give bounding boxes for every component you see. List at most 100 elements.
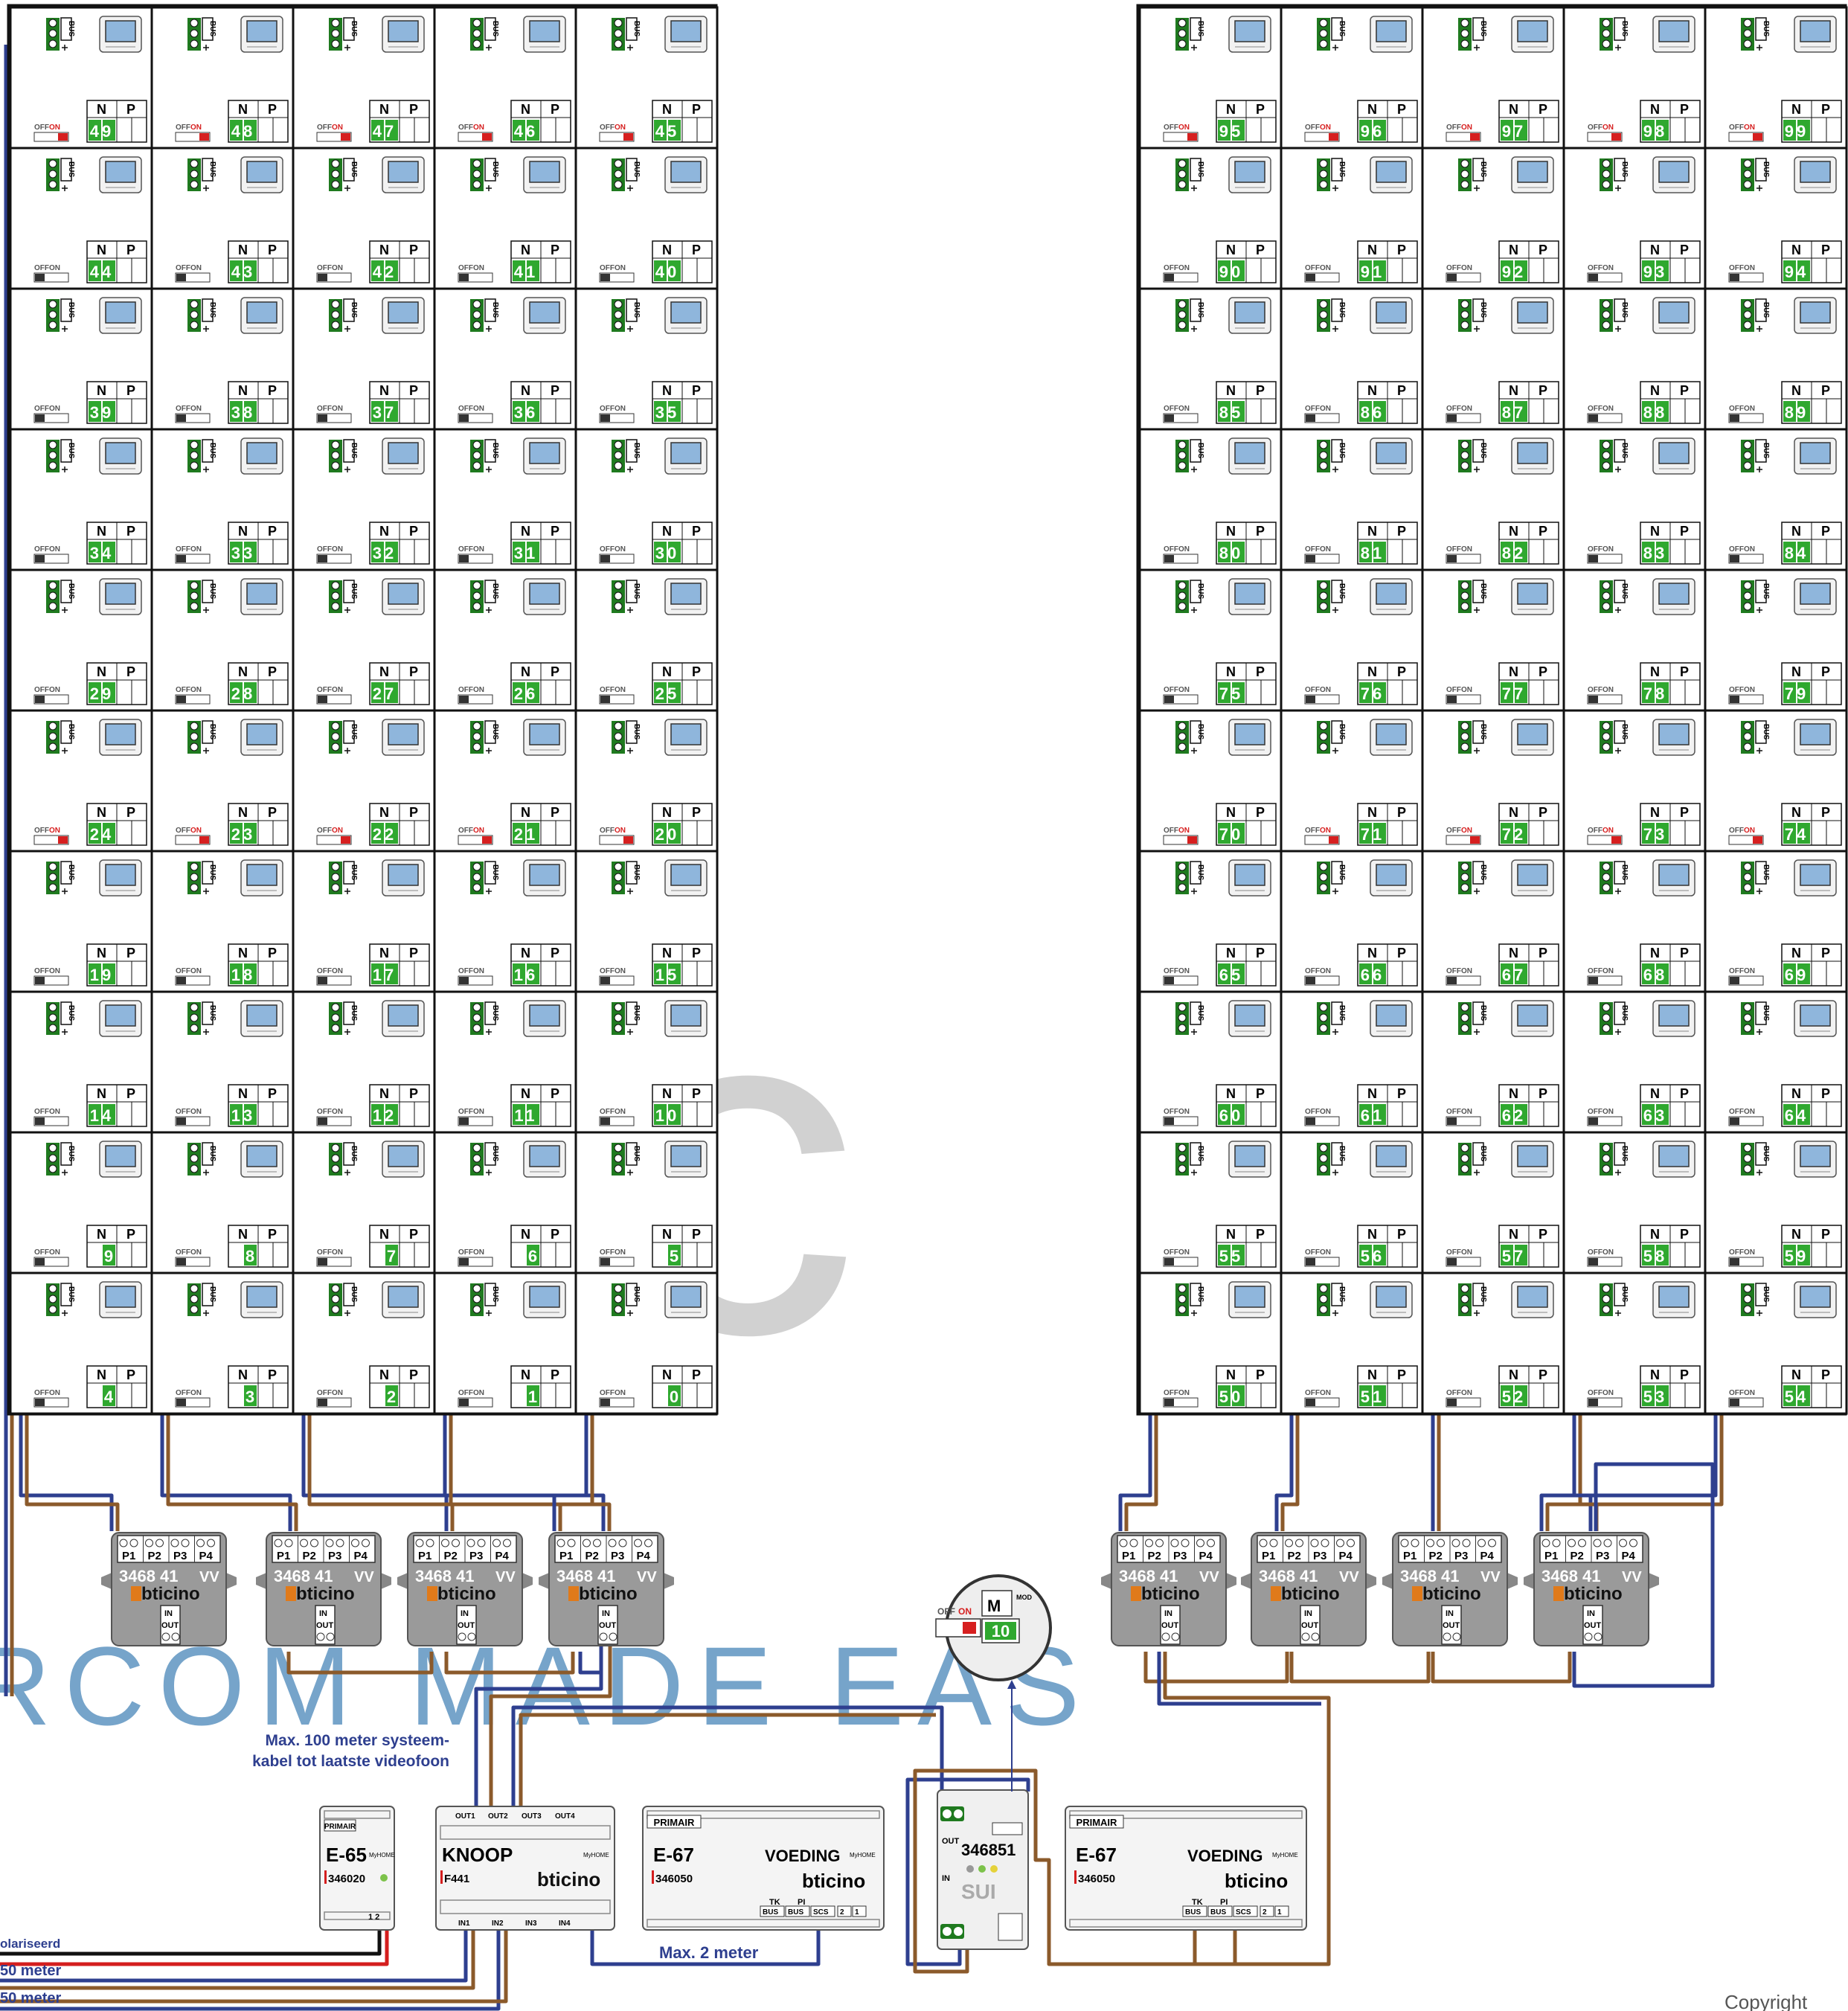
p-label: P	[1680, 383, 1689, 398]
p-label: P	[1256, 1086, 1265, 1101]
distributor-port-label: P4	[1199, 1550, 1213, 1562]
address-number-text: 97	[1502, 122, 1526, 141]
videophone-screen	[105, 301, 136, 324]
dip-switch-knob	[459, 696, 469, 703]
terminal-screw-icon	[1319, 1305, 1328, 1314]
trunk-wire-blue	[301, 1414, 449, 1531]
address-number-text: 34	[90, 544, 114, 562]
terminal-screw-icon	[472, 461, 481, 470]
address-digit-bg	[1501, 1104, 1513, 1125]
terminal-screw-icon	[1602, 1003, 1611, 1012]
terminal-screw-icon	[472, 591, 481, 600]
out-screw-icon	[161, 1632, 170, 1641]
terminal-screw-icon	[472, 170, 481, 179]
chain-right-brown	[1143, 1652, 1289, 1684]
address-digit-bg	[1232, 963, 1245, 984]
switch-on-label: ON	[1602, 124, 1614, 132]
videophone-screen	[1234, 1145, 1265, 1167]
address-number: 74	[1783, 823, 1810, 844]
terminal-screw-icon	[614, 159, 623, 168]
distributor-ear-left	[1382, 1573, 1393, 1589]
address-digit-bg	[89, 542, 101, 562]
terminal-screw-icon	[1460, 883, 1469, 892]
bus-label: BUS	[1762, 1146, 1770, 1161]
address-number-text: 98	[1643, 122, 1667, 141]
switch-off-label: OFF	[1446, 545, 1461, 554]
address-number-text: 31	[514, 544, 538, 562]
terminal-screw-icon	[614, 743, 623, 751]
address-digit-bg	[1797, 1385, 1810, 1406]
brand-mark	[427, 1586, 437, 1601]
bus-label-box	[1614, 1001, 1626, 1025]
distributor-port-label: P3	[1173, 1550, 1187, 1562]
address-digit-bg	[1642, 1245, 1655, 1266]
videophone-screen	[1376, 583, 1407, 605]
distributor-port-label: P4	[1339, 1550, 1353, 1562]
trunk-wire-brown	[25, 1414, 120, 1531]
switch-on-label: ON	[1744, 827, 1755, 835]
dip-switch-knob	[318, 555, 327, 562]
distributor-ear-left	[397, 1573, 408, 1589]
port-screw-icon	[336, 1539, 344, 1547]
switch-off-label: OFF	[34, 686, 49, 694]
bus-label-box	[1190, 17, 1201, 41]
bus-label: BUS	[1196, 1005, 1204, 1021]
bus-label: BUS	[491, 302, 499, 318]
bus-label: BUS	[208, 1146, 216, 1161]
terminal-screw-icon	[1178, 1164, 1187, 1173]
address-digit-bg	[230, 682, 243, 703]
distributor-out-label: OUT	[1443, 1621, 1460, 1630]
switch-off-label: OFF	[458, 124, 473, 132]
voeding-right-tk: TK	[1192, 1898, 1203, 1907]
trunk-wire-blue	[1274, 1414, 1294, 1531]
n-label: N	[1650, 1086, 1660, 1101]
videophone-screen	[1517, 20, 1548, 42]
dip-switch-knob	[318, 696, 327, 703]
address-number-text: 62	[1502, 1106, 1526, 1125]
port-screw-icon	[274, 1539, 283, 1547]
switch-off-label: OFF	[1729, 827, 1744, 835]
p-label: P	[1397, 524, 1406, 539]
videophone-screen	[246, 723, 277, 745]
videophone-screen	[529, 1004, 560, 1027]
switch-on-label: ON	[1461, 124, 1472, 132]
address-number-text: 61	[1361, 1106, 1385, 1125]
n-label: N	[1509, 524, 1518, 539]
terminal-screw-icon	[1460, 862, 1469, 871]
bus-label: BUS	[632, 161, 641, 177]
videophone-screen	[388, 161, 419, 183]
bus-label-box	[1755, 1001, 1767, 1025]
address-digit-bg	[1783, 963, 1796, 984]
videophone-screen	[388, 723, 419, 745]
distributor-ear-left	[101, 1573, 112, 1589]
terminal-screw-icon	[331, 602, 340, 611]
terminal-screw-icon	[331, 1013, 340, 1022]
knoop-in-2: IN2	[492, 1919, 504, 1928]
address-digit-bg	[1218, 260, 1231, 281]
n-label: N	[379, 102, 389, 117]
distributor-ear-right	[664, 1573, 674, 1589]
switch-on-label: ON	[1744, 124, 1755, 132]
bus-label: BUS	[1479, 724, 1487, 740]
address-number-text: 11	[514, 1106, 537, 1125]
n-label: N	[238, 1227, 248, 1242]
dip-switch-knob	[176, 1117, 186, 1125]
switch-on-label: ON	[1320, 827, 1331, 835]
terminal-screw-icon	[190, 1144, 199, 1152]
p-label: P	[268, 946, 277, 960]
address-number: 46	[513, 120, 539, 141]
n-label: N	[521, 1227, 530, 1242]
terminal-screw-icon	[48, 451, 57, 460]
address-number-text: 59	[1785, 1247, 1809, 1266]
voeding-right-logo: MyHOME	[1272, 1852, 1298, 1858]
address-number-text: 68	[1643, 966, 1667, 984]
switch-off-label: OFF	[34, 545, 49, 554]
